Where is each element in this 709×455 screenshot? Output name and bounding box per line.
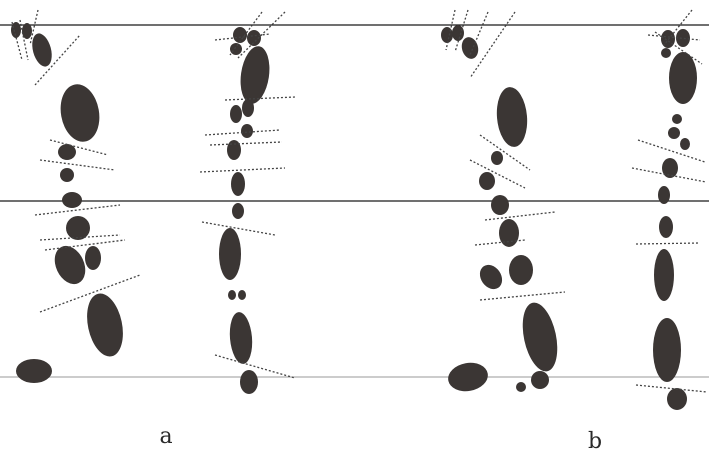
track-blob [531,371,549,389]
track-blob [11,22,21,38]
track-blob [49,241,91,289]
track-blob [66,216,90,240]
track-blob [441,27,453,43]
track-blob [499,219,519,247]
track-blob [232,203,244,219]
panel-label-b: b [588,429,602,454]
track-blob [494,86,529,148]
panel-label-a: a [159,424,172,449]
track-blob [228,290,236,300]
track-blob [85,246,101,270]
track-blob [16,359,52,383]
panel-b-trackway: b [441,10,707,454]
trackway-b-left [441,25,563,394]
track-blob [452,25,464,41]
track-blob [667,388,687,410]
track-blob [60,168,74,182]
track-blob [62,192,82,208]
track-blob [668,127,680,139]
track-blob [227,140,241,160]
trackway-a-right [219,27,273,394]
track-blob [230,43,242,55]
track-blob [82,290,129,360]
track-blob [238,290,246,300]
track-blob [491,195,509,215]
track-blob [240,370,258,394]
track-blob [479,172,495,190]
track-blob [669,52,697,104]
track-blob [491,151,503,165]
track-blob [680,138,690,150]
track-blob [237,44,273,105]
track-blob [516,382,526,392]
track-blob [653,318,681,382]
track-blob [654,249,674,301]
track-blob [509,255,533,285]
trackway-a-left [11,22,128,383]
track-blob [517,299,563,374]
track-blob [230,105,242,123]
trackway-b-right [653,29,697,410]
track-blob [659,216,673,238]
track-blob [56,81,103,145]
track-blob [231,172,245,196]
track-blob [219,228,241,280]
track-blob [242,99,254,117]
track-blob [662,158,678,178]
track-blob [29,31,55,69]
track-blob [228,311,254,365]
track-blob [241,124,253,138]
track-blob [676,29,690,47]
track-blob [661,48,671,58]
track-blob [475,261,506,294]
track-blob [658,186,670,204]
track-blob [459,35,480,60]
track-blob [446,360,490,395]
panel-a-trackway: a [11,10,295,449]
track-blob [672,114,682,124]
